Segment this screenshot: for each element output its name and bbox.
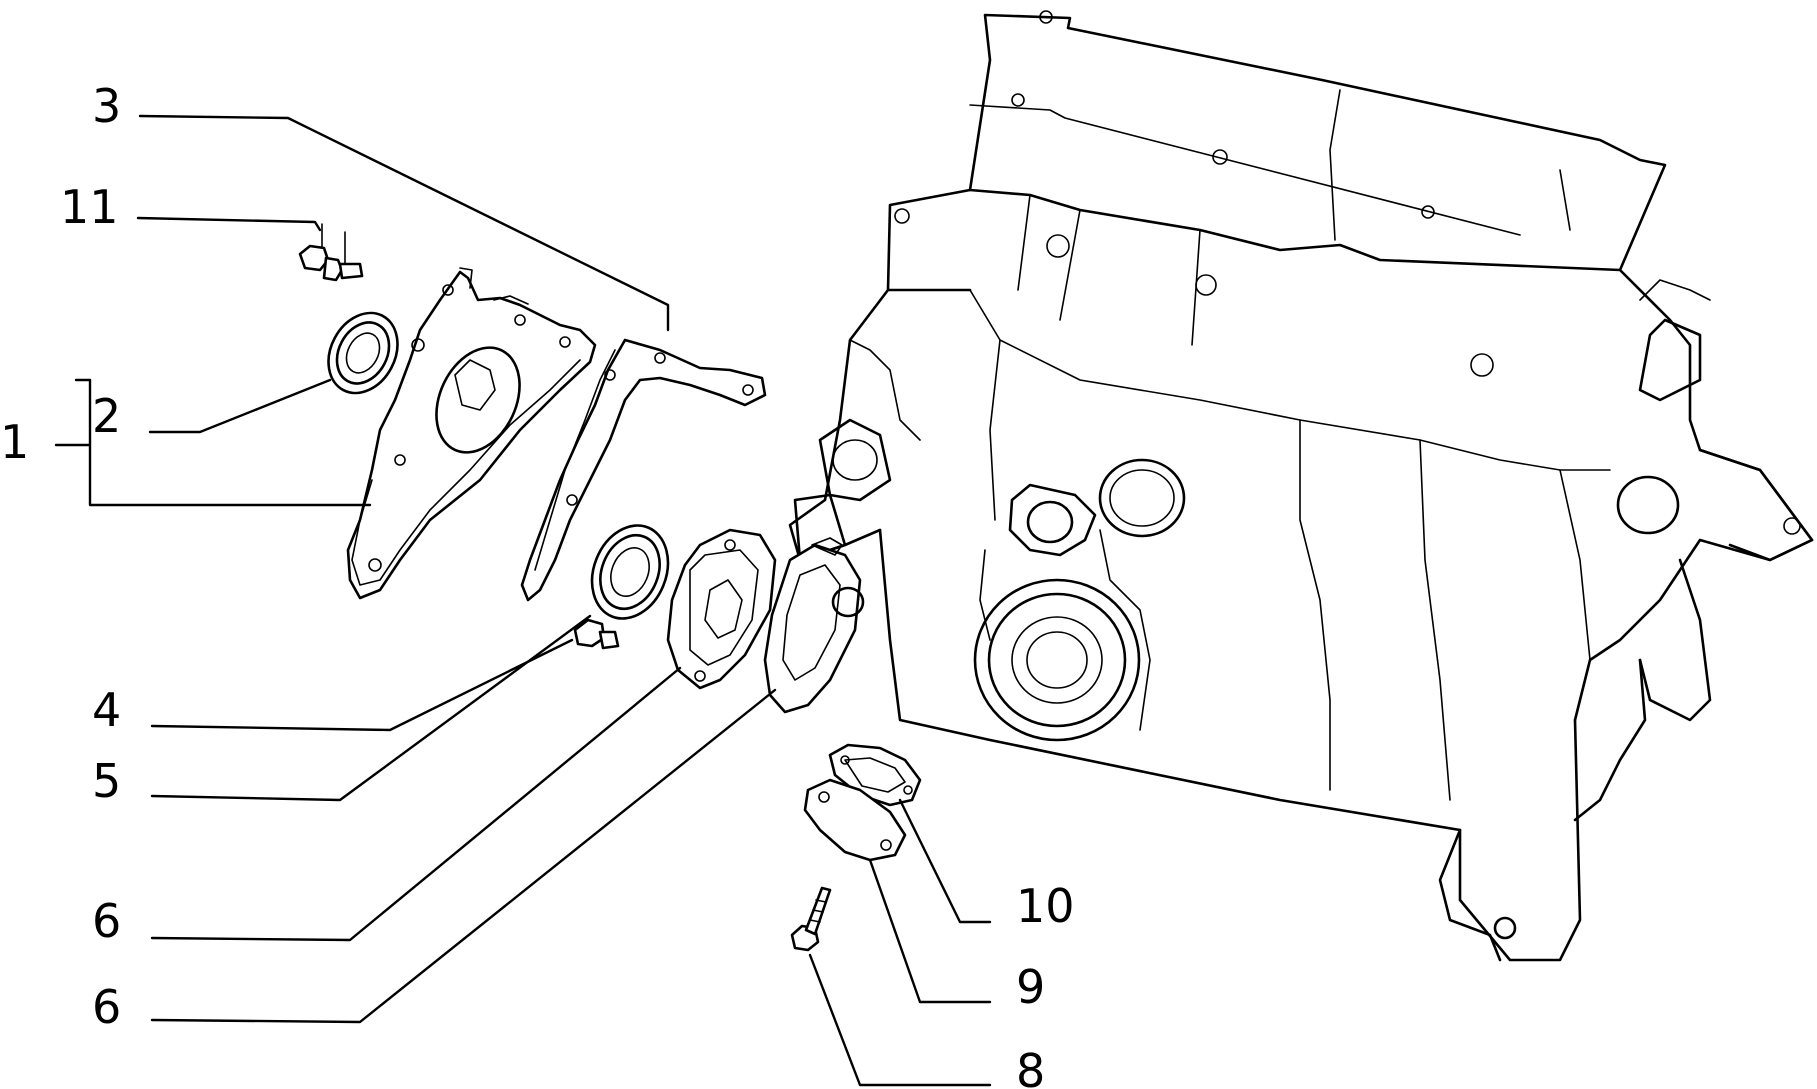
oil-seal-2 <box>327 311 399 395</box>
callout-label-6a: 6 <box>92 894 121 948</box>
leader-4 <box>150 638 574 732</box>
callout-label-6b: 6 <box>92 980 121 1034</box>
callout-label-11: 11 <box>60 180 119 234</box>
leader-8 <box>808 953 992 1087</box>
callout-label-3: 3 <box>92 79 121 133</box>
callout-label-2: 2 <box>92 389 121 443</box>
leader-lines <box>54 114 992 1087</box>
leader-10 <box>898 798 992 924</box>
leader-3 <box>138 114 670 332</box>
screw-8 <box>790 886 832 952</box>
callout-label-4: 4 <box>92 683 121 737</box>
callout-labels: 1 2 3 4 5 6 6 8 9 10 11 <box>0 79 1075 1089</box>
rear-cover-1 <box>346 267 597 600</box>
leader-11 <box>136 216 322 232</box>
oil-seal-5 <box>590 524 670 620</box>
pump-plate-6 <box>666 528 777 690</box>
leader-9 <box>868 858 992 1004</box>
engine-block <box>788 10 1814 962</box>
leader-6a <box>150 666 682 942</box>
leader-2 <box>148 378 332 434</box>
bracket-1 <box>54 378 372 507</box>
cover-plate-9 <box>803 778 907 862</box>
callout-label-8: 8 <box>1016 1044 1045 1089</box>
leader-5 <box>150 614 592 802</box>
pump-gasket-6 <box>763 537 865 714</box>
callout-label-9: 9 <box>1016 960 1045 1014</box>
leader-6b <box>150 688 777 1024</box>
gasket-3 <box>520 338 767 602</box>
callout-label-1: 1 <box>0 415 29 469</box>
callout-label-5: 5 <box>92 754 121 808</box>
bolt-11 <box>298 244 364 282</box>
screw-4 <box>573 618 620 650</box>
callout-label-10: 10 <box>1016 879 1075 933</box>
